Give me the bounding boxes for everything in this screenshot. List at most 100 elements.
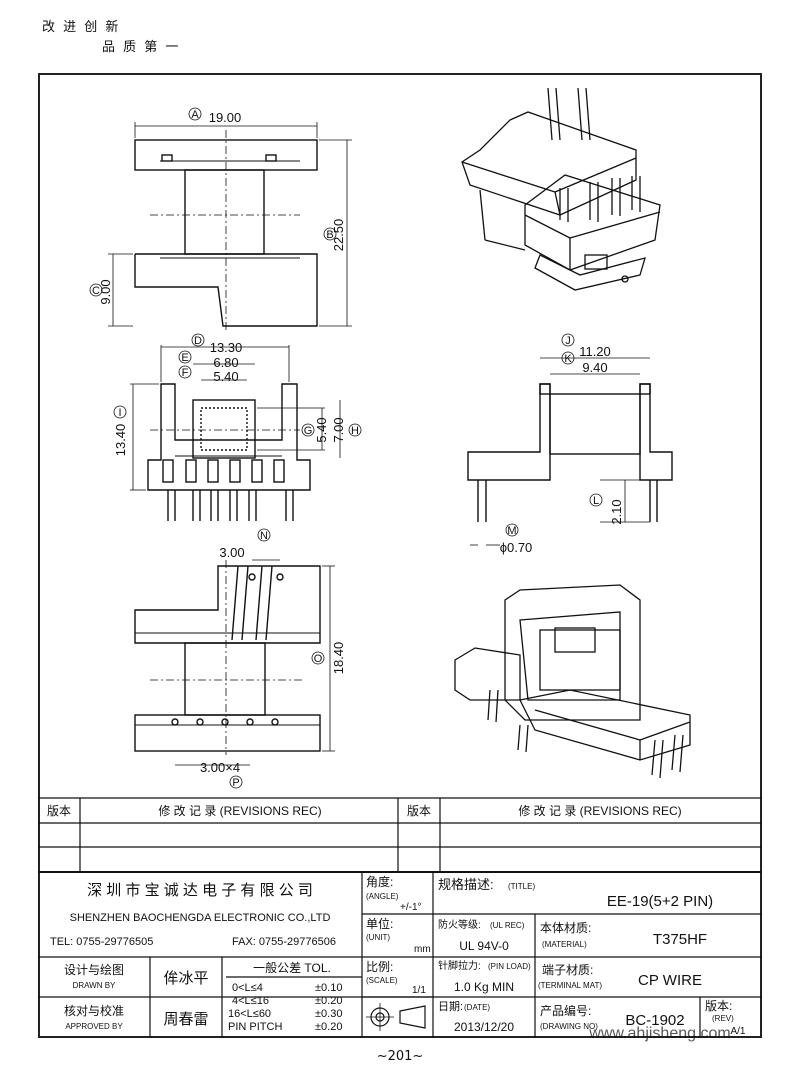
- pinload-value: 1.0 Kg MIN: [454, 980, 514, 994]
- rev-record-right: 修 改 记 录 (REVISIONS REC): [518, 803, 681, 818]
- ul-value: UL 94V-0: [459, 939, 509, 953]
- dim-h-value: 7.00: [331, 417, 346, 442]
- dim-k-label: K: [564, 353, 572, 365]
- tol-val-3: ±0.20: [315, 1021, 342, 1033]
- approved-label: 核对与校准: [64, 1003, 124, 1018]
- angle-label-en: (ANGLE): [366, 892, 399, 901]
- bottom-view: [134, 559, 335, 766]
- scale-label: 比例:: [366, 960, 393, 974]
- dim-a-label: A: [191, 109, 199, 121]
- front-view: [108, 122, 352, 330]
- pinload-label-en: (PIN LOAD): [488, 962, 531, 971]
- material-label-en: (MATERIAL): [542, 940, 587, 949]
- material-value: T375HF: [653, 931, 707, 948]
- rev-label-left: 版本: [47, 804, 71, 818]
- tol-val-1: ±0.20: [315, 995, 342, 1007]
- rev-label: 版本:: [705, 999, 732, 1013]
- title-label: 规格描述:: [438, 877, 494, 892]
- dim-k-value: 9.40: [582, 360, 607, 375]
- terminal-value: CP WIRE: [638, 972, 702, 989]
- rev-value: A/1: [730, 1026, 745, 1037]
- company-name-cn: 深 圳 市 宝 诚 达 电 子 有 限 公 司: [87, 882, 313, 899]
- dim-j-value: 11.20: [579, 344, 611, 359]
- dim-n-label: N: [260, 530, 268, 542]
- dim-p-value: 3.00×4: [200, 760, 240, 775]
- tolerance-label: 一般公差 TOL.: [253, 960, 331, 975]
- dim-h-label: H: [351, 425, 359, 437]
- dim-g-label: G: [304, 425, 313, 437]
- watermark: www.ahjisheng.com: [588, 1025, 730, 1042]
- dim-d-label: D: [194, 335, 202, 347]
- drawn-label: 设计与绘图: [64, 962, 124, 977]
- terminal-label-en: (TERMINAL MAT): [538, 981, 602, 990]
- tol-range-2: 16<L≤60: [228, 1008, 271, 1020]
- dim-o-value: 18.40: [331, 642, 346, 675]
- rev-label-right: 版本: [407, 804, 431, 818]
- tol-range-0: 0<L≤4: [232, 982, 263, 994]
- unit-label-en: (UNIT): [366, 933, 390, 942]
- tol-val-0: ±0.10: [315, 982, 342, 994]
- dim-f-label: F: [182, 367, 189, 379]
- dim-l-label: L: [593, 495, 599, 507]
- iso-view-top: [461, 87, 661, 291]
- drawn-value: 侔冰平: [163, 970, 208, 987]
- dim-g-value: 5.40: [314, 417, 329, 442]
- drawing-label-en: (DRAWING NO): [540, 1022, 598, 1031]
- ul-label-en: (UL REC): [490, 921, 525, 930]
- dim-n-value: 3.00: [219, 545, 244, 560]
- title-block-grid: [38, 797, 762, 1038]
- dim-b-label: B: [326, 229, 333, 241]
- drawing-value: BC-1902: [625, 1012, 684, 1029]
- title-label-en: (TITLE): [508, 882, 535, 891]
- scale-label-en: (SCALE): [366, 976, 398, 985]
- approved-value: 周春雷: [163, 1011, 208, 1028]
- dim-b-value: 22.50: [331, 219, 346, 252]
- ul-label: 防火等级:: [438, 918, 481, 931]
- title-value: EE-19(5+2 PIN): [607, 893, 713, 910]
- drawn-label-en: DRAWN BY: [73, 981, 116, 990]
- company-name-en: SHENZHEN BAOCHENGDA ELECTRONIC CO.,LTD: [70, 912, 331, 924]
- scale-value: 1/1: [412, 985, 426, 996]
- angle-label: 角度:: [366, 874, 393, 889]
- date-value: 2013/12/20: [454, 1020, 514, 1034]
- dim-e-label: E: [181, 352, 188, 364]
- dim-m-value: ϕ0.70: [500, 540, 533, 555]
- dim-p-label: P: [232, 777, 239, 789]
- tol-range-3: PIN PITCH: [228, 1021, 282, 1033]
- dim-c-value: 9.00: [98, 279, 113, 304]
- terminal-label: 端子材质:: [542, 963, 593, 977]
- motto-line-1: 改 进 创 新: [42, 20, 121, 35]
- tol-val-2: ±0.30: [315, 1008, 342, 1020]
- drawing-frame: [38, 73, 762, 1038]
- dim-o-label: O: [314, 653, 323, 665]
- side-view: [467, 357, 673, 546]
- company-fax: FAX: 0755-29776506: [232, 936, 336, 948]
- pinload-label: 针脚拉力:: [438, 959, 481, 972]
- date-label: 日期:: [438, 1000, 463, 1013]
- drawing-label: 产品编号:: [540, 1003, 591, 1018]
- rev-record-left: 修 改 记 录 (REVISIONS REC): [158, 803, 321, 818]
- date-label-en: (DATE): [464, 1003, 490, 1012]
- approved-label-en: APPROVED BY: [65, 1022, 123, 1031]
- unit-label: 单位:: [366, 916, 393, 931]
- dim-i-value: 13.40: [113, 424, 128, 457]
- motto-line-2: 品 质 第 一: [102, 40, 181, 55]
- iso-view-bottom: [454, 584, 691, 779]
- dim-c-label: C: [92, 285, 100, 297]
- unit-value: mm: [414, 944, 431, 955]
- company-tel: TEL: 0755-29776505: [50, 936, 153, 948]
- dim-i-label: I: [118, 407, 121, 419]
- dim-e-value: 6.80: [213, 355, 238, 370]
- rev-label-en: (REV): [712, 1014, 734, 1023]
- dim-j-label: J: [565, 335, 571, 347]
- material-label: 本体材质:: [540, 921, 591, 935]
- page-number: ~201~: [376, 1049, 424, 1064]
- dim-f-value: 5.40: [213, 369, 238, 384]
- dim-a-value: 19.00: [209, 110, 242, 125]
- tol-range-1: 4<L≤16: [232, 995, 269, 1007]
- dim-l-value: 2.10: [609, 499, 624, 524]
- section-view: [130, 345, 341, 521]
- angle-value: +/-1°: [400, 902, 422, 913]
- dim-m-label: M: [507, 525, 516, 537]
